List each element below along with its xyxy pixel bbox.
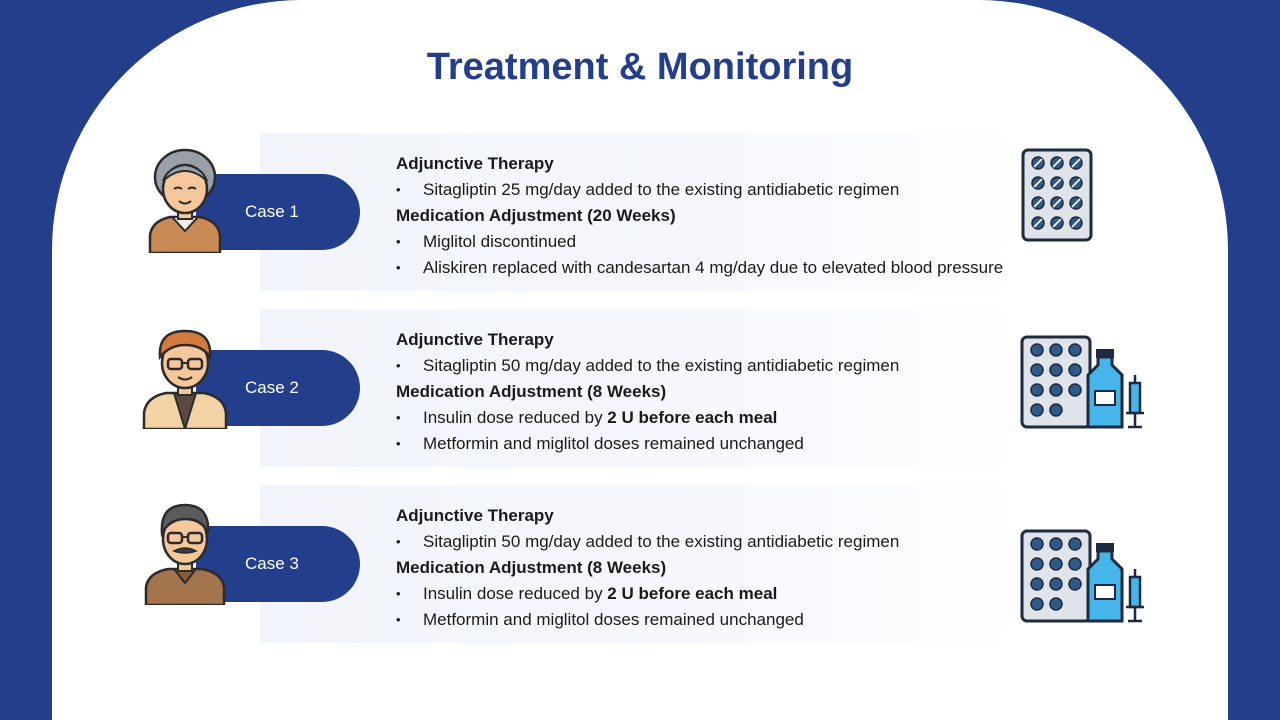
section-heading: Adjunctive Therapy (396, 330, 554, 349)
case-details: Adjunctive Therapy Sitagliptin 50 mg/day… (396, 327, 1096, 457)
case-label: Case 1 (245, 202, 299, 221)
older-man-avatar-icon (144, 503, 226, 605)
section-heading: Adjunctive Therapy (396, 154, 554, 173)
bullet-item: Sitagliptin 25 mg/day added to the exist… (396, 177, 1096, 203)
bullet-item: Aliskiren replaced with candesartan 4 mg… (396, 255, 1096, 281)
section-heading: Medication Adjustment (8 Weeks) (396, 382, 667, 401)
bullet-item: Insulin dose reduced by 2 U before each … (396, 581, 1096, 607)
bullet-item: Metformin and miglitol doses remained un… (396, 431, 1096, 457)
elderly-woman-avatar-icon (148, 148, 222, 253)
case-row-3: Case 3 Adjunctive Therapy Sitagliptin 50… (0, 485, 1280, 643)
page-title: Treatment & Monitoring (426, 46, 854, 88)
case-label-pill: Case 1 (196, 174, 360, 250)
pill-vial-syringe-icon (1020, 335, 1144, 429)
case-details: Adjunctive Therapy Sitagliptin 25 mg/day… (396, 151, 1096, 281)
case-row-1: Case 1 Adjunctive Therapy Sitagliptin 25… (0, 133, 1280, 291)
bullet-item: Miglitol discontinued (396, 229, 1096, 255)
section-heading: Adjunctive Therapy (396, 506, 554, 525)
bullet-item: Sitagliptin 50 mg/day added to the exist… (396, 353, 1096, 379)
section-heading: Medication Adjustment (8 Weeks) (396, 558, 667, 577)
section-heading: Medication Adjustment (20 Weeks) (396, 206, 676, 225)
bullet-item: Sitagliptin 50 mg/day added to the exist… (396, 529, 1096, 555)
bullet-item: Insulin dose reduced by 2 U before each … (396, 405, 1096, 431)
pill-vial-syringe-icon (1020, 529, 1144, 623)
case-label: Case 2 (245, 378, 299, 397)
man-glasses-avatar-icon (142, 329, 228, 429)
case-label: Case 3 (245, 554, 299, 573)
bullet-item: Metformin and miglitol doses remained un… (396, 607, 1096, 633)
case-row-2: Case 2 Adjunctive Therapy Sitagliptin 50… (0, 309, 1280, 467)
pill-blister-icon (1021, 148, 1093, 242)
case-details: Adjunctive Therapy Sitagliptin 50 mg/day… (396, 503, 1096, 633)
